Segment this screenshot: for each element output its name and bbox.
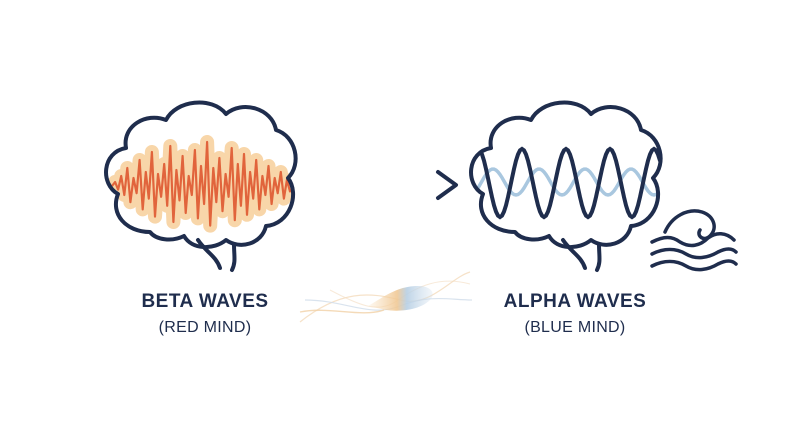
- beta-title: BETA WAVES: [141, 291, 269, 312]
- alpha-label: ALPHA WAVES (BLUE MIND): [465, 291, 685, 337]
- beta-brain-outline: [104, 100, 298, 249]
- beta-label: BETA WAVES (RED MIND): [95, 291, 315, 337]
- beta-brain-stem: [196, 238, 237, 272]
- beta-wave-line: [111, 140, 296, 227]
- wave-icon: [650, 209, 738, 272]
- alpha-title: ALPHA WAVES: [503, 291, 647, 312]
- beta-brain-icon: [104, 100, 298, 272]
- alpha-brain-stem: [561, 238, 602, 272]
- arrow-right-icon: [310, 170, 458, 200]
- alpha-brain-outline: [469, 100, 663, 249]
- alpha-subtitle: (BLUE MIND): [524, 319, 626, 336]
- alpha-wave-soft: [471, 167, 661, 197]
- beta-subtitle: (RED MIND): [158, 319, 252, 336]
- alpha-brain-icon: [469, 100, 663, 272]
- alpha-wave-main: [476, 146, 661, 220]
- transition-ribbon: [299, 271, 473, 323]
